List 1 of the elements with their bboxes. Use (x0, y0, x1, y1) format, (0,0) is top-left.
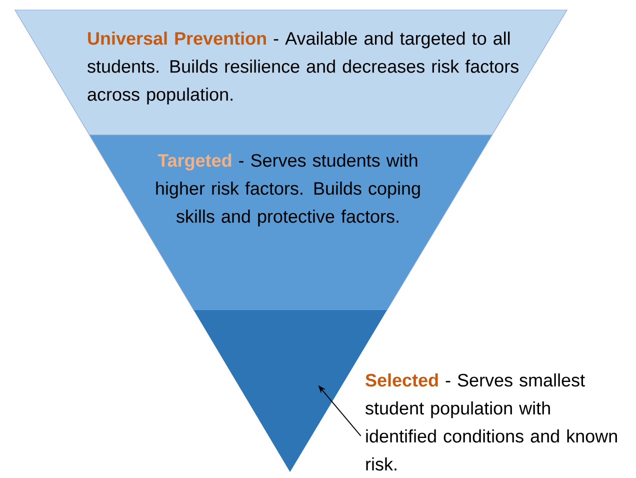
description-text: Selected - Serves smallest student population with identified conditions and known risk. (366, 373, 617, 471)
